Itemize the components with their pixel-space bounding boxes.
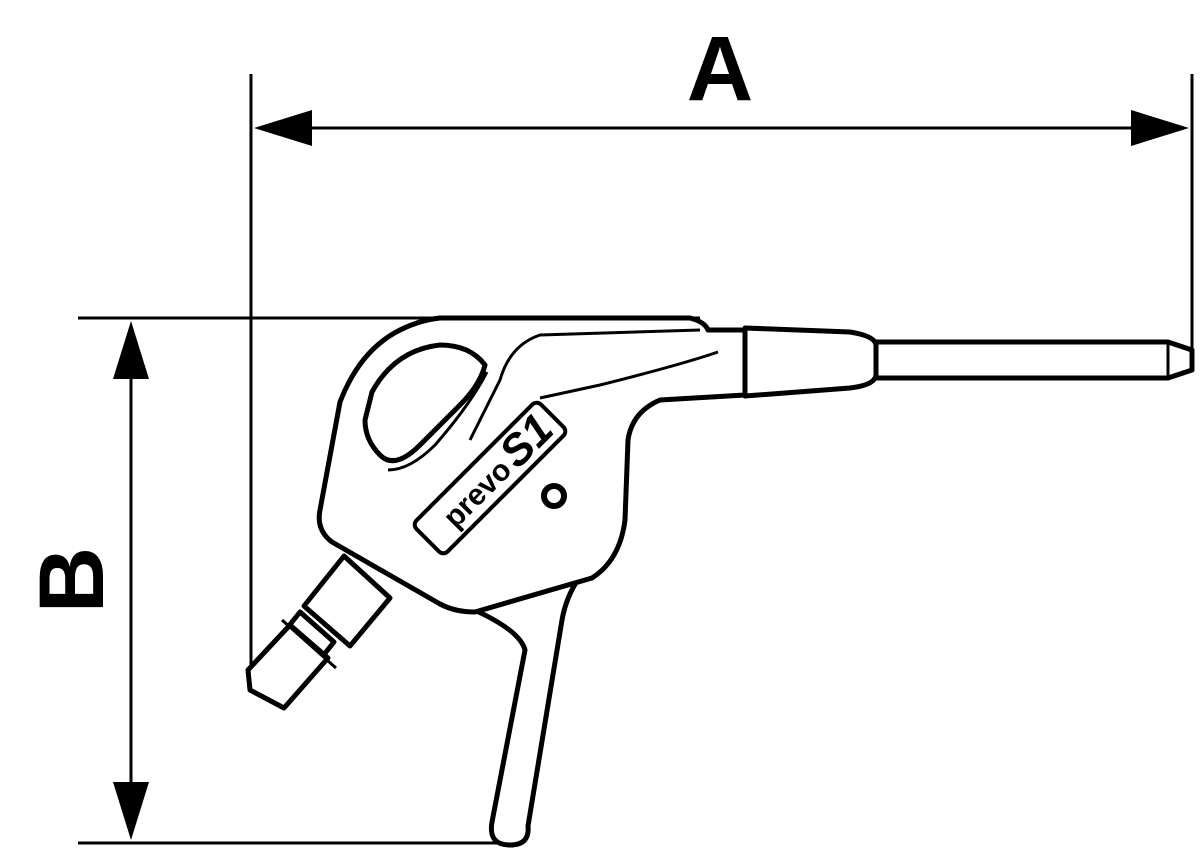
body-contour (468, 328, 701, 441)
arrowhead-bottom (113, 782, 149, 840)
grip-opening (362, 342, 488, 464)
arrowhead-right (1131, 110, 1189, 146)
screw-icon (541, 483, 567, 509)
nozzle-tube (867, 339, 1195, 381)
dimension-a-label: A (687, 18, 753, 120)
arrowhead-left (254, 110, 312, 146)
brand-label: prevo S1 (412, 400, 568, 556)
nozzle-cone (742, 325, 879, 399)
dimension-a: A (249, 18, 1194, 680)
dimension-b-label: B (21, 547, 123, 613)
dimension-b: B (21, 316, 700, 845)
hose-connector (245, 553, 393, 711)
arrowhead-top (113, 321, 149, 379)
blow-gun-illustration: prevo S1 (245, 315, 1195, 848)
